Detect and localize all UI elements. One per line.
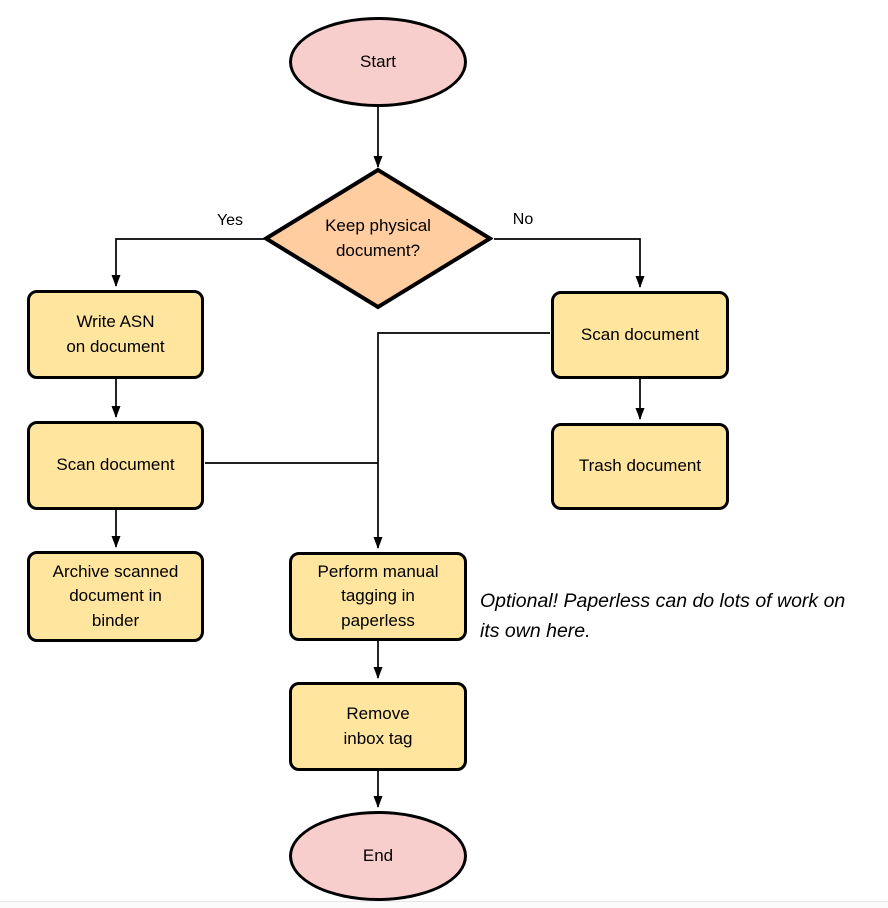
end-node: End xyxy=(289,811,467,901)
scan-document-left-node: Scan document xyxy=(27,421,204,510)
manual-tagging-node: Perform manual tagging in paperless xyxy=(289,552,467,641)
edge-label-yes: Yes xyxy=(205,212,255,230)
edge-label-no: No xyxy=(499,211,547,229)
edge-scanright-to-tagging xyxy=(373,332,550,549)
edge-decision-no xyxy=(494,238,645,288)
write-asn-node: Write ASN on document xyxy=(27,290,204,379)
archive-document-node: Archive scanned document in binder xyxy=(27,551,204,642)
decision-label: Keep physical document? xyxy=(325,216,431,260)
bottom-page-divider xyxy=(0,901,888,908)
edge-decision-yes xyxy=(111,238,264,287)
scan-document-right-node: Scan document xyxy=(551,291,729,379)
trash-document-node: Trash document xyxy=(551,423,729,510)
annotation-optional-note: Optional! Paperless can do lots of work … xyxy=(480,590,846,643)
remove-inbox-tag-node: Remove inbox tag xyxy=(289,682,467,771)
decision-diamond-shape xyxy=(263,167,493,310)
start-node: Start xyxy=(289,17,467,107)
decision-node: Keep physical document? xyxy=(263,167,493,310)
